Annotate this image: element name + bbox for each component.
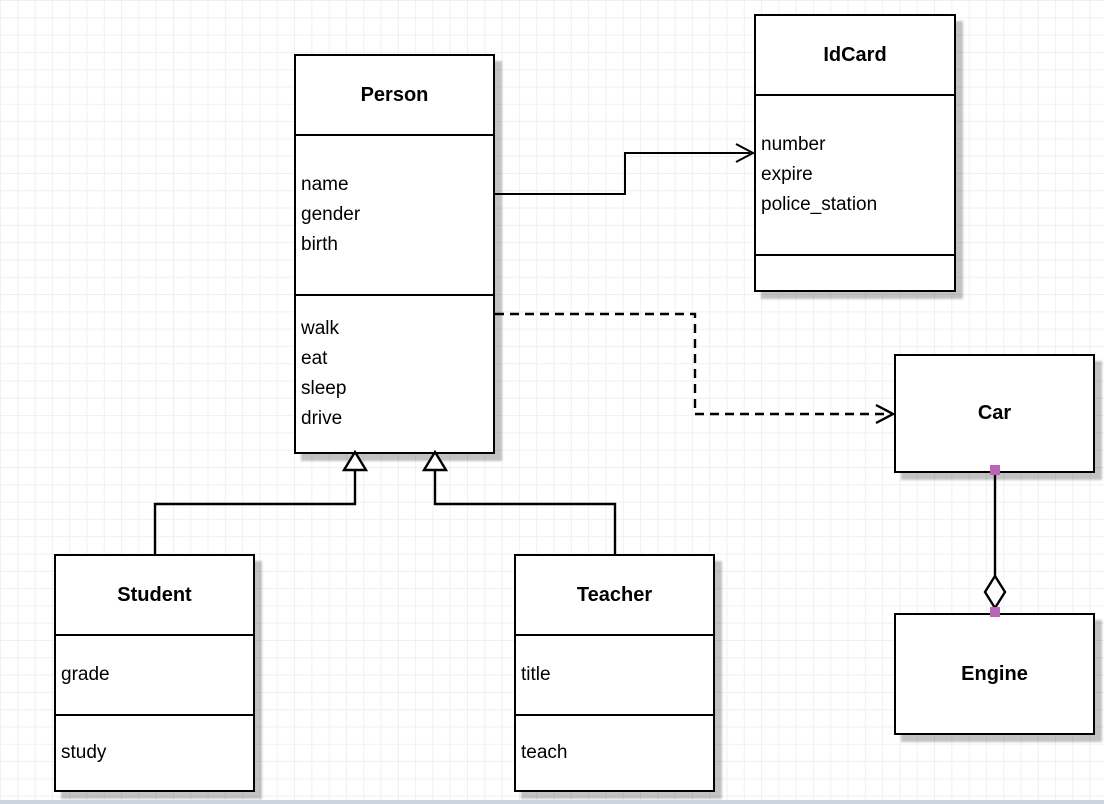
class-title-person: Person [360,83,429,106]
hollow-triangle-icon [421,449,449,472]
class-title-idcard: IdCard [823,43,887,66]
attribute: name [301,174,349,195]
person-methods-compartment: walk eat sleep drive [296,294,493,452]
class-title-car: Car [977,402,1012,424]
method: drive [301,408,343,429]
attribute: birth [301,234,338,255]
student-methods-compartment: study [56,714,253,790]
method: sleep [301,378,347,399]
class-node-engine[interactable]: Engine [894,613,1095,735]
teacher-methods-compartment: teach [516,714,713,790]
attribute: number [761,134,826,155]
class-node-teacher[interactable]: Teacher title teach [514,554,715,792]
person-attributes-compartment: name gender birth [296,134,493,294]
class-node-car[interactable]: Car [894,354,1095,473]
idcard-attributes-compartment: number expire police_station [756,94,954,254]
edge-dependency-person-car[interactable] [495,312,896,425]
method: teach [521,742,568,763]
class-node-idcard[interactable]: IdCard number expire police_station [754,14,956,292]
method: study [61,742,107,763]
canvas-bottom-edge [0,800,1104,804]
open-arrowhead-icon [735,143,756,163]
attribute: police_station [761,194,878,215]
connection-endpoint-handle[interactable] [990,607,1000,617]
method: eat [301,348,328,369]
hollow-triangle-icon [341,449,369,472]
edge-generalization-student-person[interactable] [153,449,369,554]
method: walk [301,318,340,339]
class-node-student[interactable]: Student grade study [54,554,255,792]
attribute: gender [301,204,361,225]
attribute: expire [761,164,813,185]
edge-generalization-teacher-person[interactable] [421,449,617,554]
class-title-engine: Engine [961,662,1028,685]
connection-endpoint-handle[interactable] [990,465,1000,475]
teacher-attributes-compartment: title [516,634,713,714]
attribute: title [521,664,551,685]
class-node-person[interactable]: Person name gender birth walk eat sleep … [294,54,495,454]
edge-association-person-idcard[interactable] [495,143,756,195]
attribute: grade [61,664,110,685]
open-arrowhead-icon [875,403,896,425]
class-title-student: Student [117,583,192,606]
idcard-methods-compartment [756,254,954,290]
student-attributes-compartment: grade [56,634,253,714]
edge-aggregation-car-engine[interactable] [983,465,1007,617]
class-title-teacher: Teacher [576,583,653,606]
hollow-diamond-icon [983,573,1007,611]
